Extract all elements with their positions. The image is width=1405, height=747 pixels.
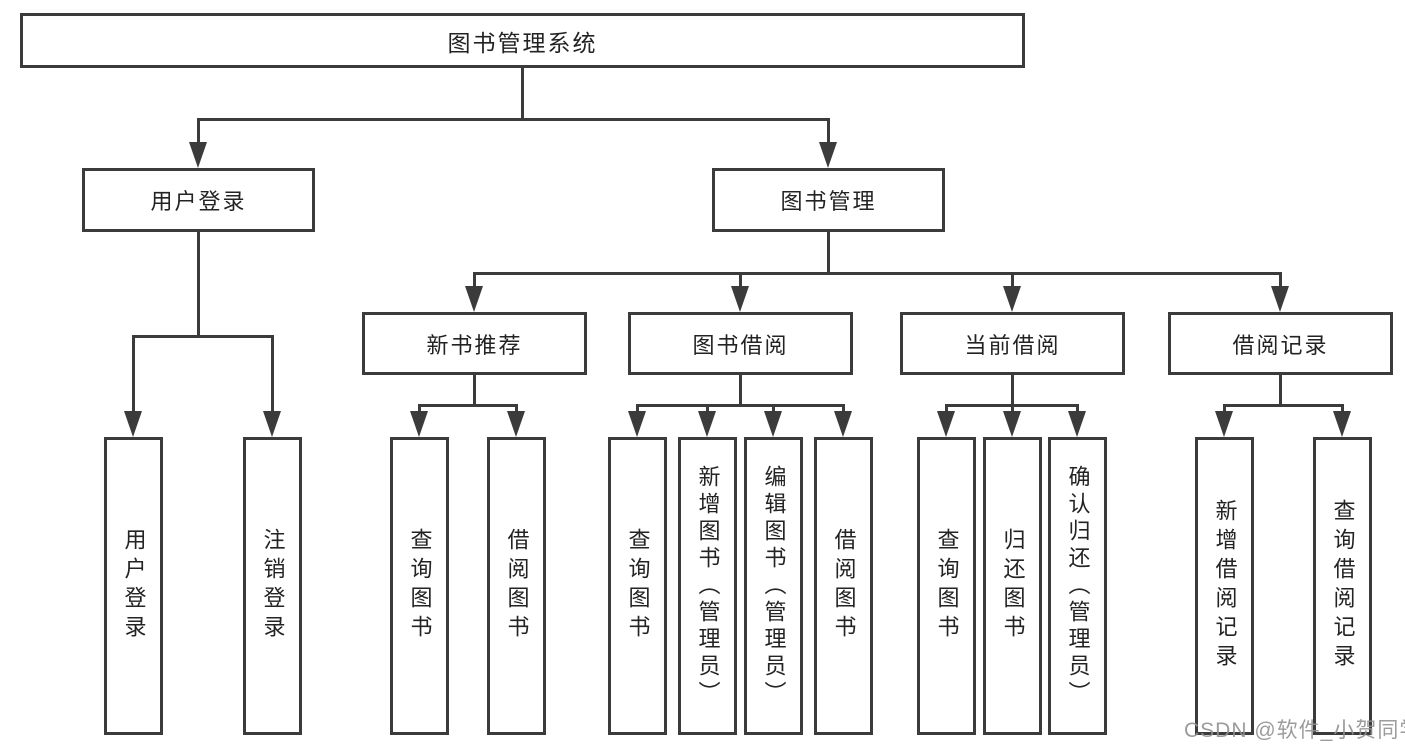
- leaf-return-book: 归还图书: [983, 437, 1042, 735]
- node-new-book-recommend: 新书推荐: [362, 312, 587, 375]
- leaf-add-book-admin-label: 新增图书（管理员）: [695, 464, 721, 708]
- arrow-down-icon: [1333, 411, 1351, 437]
- connector-vline: [772, 404, 775, 413]
- root-node: 图书管理系统: [20, 13, 1025, 68]
- connector-hline: [197, 118, 830, 121]
- arrow-down-icon: [628, 411, 646, 437]
- connector-vline: [1011, 272, 1014, 288]
- leaf-user-login: 用户登录: [104, 437, 163, 735]
- connector-vline: [1011, 375, 1014, 404]
- arrow-down-icon: [410, 411, 428, 437]
- connector-vline: [706, 404, 709, 413]
- arrow-down-icon: [124, 411, 142, 437]
- node-user-login-label: 用户登录: [150, 189, 247, 214]
- arrow-down-icon: [731, 286, 749, 312]
- node-new-book-recommend-label: 新书推荐: [426, 332, 523, 358]
- connector-vline: [842, 404, 845, 413]
- node-borrow-records-label: 借阅记录: [1232, 332, 1329, 358]
- connector-vline: [521, 68, 524, 118]
- connector-vline: [945, 404, 948, 413]
- connector-vline: [473, 375, 476, 404]
- node-book-borrow: 图书借阅: [628, 312, 853, 375]
- leaf-query-books-borrow-label: 查询图书: [625, 528, 651, 644]
- connector-vline: [827, 232, 830, 272]
- connector-vline: [418, 404, 421, 413]
- leaf-edit-book-admin: 编辑图书（管理员）: [744, 437, 803, 735]
- leaf-query-books-borrow: 查询图书: [608, 437, 667, 735]
- watermark: CSDN @软件_小贺同学: [1184, 719, 1405, 742]
- connector-vline: [1279, 375, 1282, 404]
- connector-vline: [739, 272, 742, 288]
- leaf-query-borrow-record: 查询借阅记录: [1313, 437, 1372, 735]
- connector-vline: [197, 232, 200, 335]
- leaf-add-borrow-record-label: 新增借阅记录: [1212, 499, 1238, 673]
- arrow-down-icon: [1003, 286, 1021, 312]
- connector-vline: [636, 404, 639, 413]
- connector-vline: [739, 375, 742, 404]
- leaf-borrow-books: 借阅图书: [814, 437, 873, 735]
- leaf-borrow-books-recommend: 借阅图书: [487, 437, 546, 735]
- connector-hline: [636, 404, 845, 407]
- connector-vline: [1011, 404, 1014, 413]
- leaf-query-books-current: 查询图书: [917, 437, 976, 735]
- arrow-down-icon: [465, 286, 483, 312]
- node-book-management: 图书管理: [712, 168, 945, 232]
- connector-vline: [197, 118, 200, 144]
- connector-hline: [473, 272, 1282, 275]
- leaf-query-books-recommend-label: 查询图书: [407, 528, 433, 644]
- node-current-borrow: 当前借阅: [900, 312, 1125, 375]
- leaf-edit-book-admin-label: 编辑图书（管理员）: [761, 464, 787, 708]
- node-book-borrow-label: 图书借阅: [692, 332, 789, 358]
- arrow-down-icon: [189, 142, 207, 168]
- leaf-query-books-current-label: 查询图书: [934, 528, 960, 644]
- connector-vline: [1341, 404, 1344, 413]
- connector-vline: [1223, 404, 1226, 413]
- arrow-down-icon: [1003, 411, 1021, 437]
- node-book-management-label: 图书管理: [780, 189, 877, 214]
- leaf-query-books-recommend: 查询图书: [390, 437, 449, 735]
- connector-vline: [271, 335, 274, 411]
- arrow-down-icon: [698, 411, 716, 437]
- leaf-logout: 注销登录: [243, 437, 302, 735]
- arrow-down-icon: [937, 411, 955, 437]
- connector-vline: [1076, 404, 1079, 413]
- node-current-borrow-label: 当前借阅: [964, 332, 1061, 358]
- leaf-query-borrow-record-label: 查询借阅记录: [1330, 499, 1356, 673]
- leaf-user-login-label: 用户登录: [121, 528, 147, 644]
- node-borrow-records: 借阅记录: [1168, 312, 1393, 375]
- leaf-confirm-return-admin: 确认归还（管理员）: [1048, 437, 1107, 735]
- arrow-down-icon: [263, 411, 281, 437]
- arrow-down-icon: [1215, 411, 1233, 437]
- leaf-add-book-admin: 新增图书（管理员）: [678, 437, 737, 735]
- leaf-add-borrow-record: 新增借阅记录: [1195, 437, 1254, 735]
- connector-hline: [418, 404, 518, 407]
- leaf-return-book-label: 归还图书: [1000, 528, 1026, 644]
- arrow-down-icon: [764, 411, 782, 437]
- leaf-confirm-return-admin-label: 确认归还（管理员）: [1065, 464, 1091, 708]
- root-node-label: 图书管理系统: [447, 29, 598, 56]
- arrow-down-icon: [819, 142, 837, 168]
- connector-vline: [515, 404, 518, 413]
- arrow-down-icon: [834, 411, 852, 437]
- arrow-down-icon: [507, 411, 525, 437]
- node-user-login: 用户登录: [82, 168, 315, 232]
- arrow-down-icon: [1068, 411, 1086, 437]
- connector-vline: [473, 272, 476, 288]
- leaf-logout-label: 注销登录: [260, 528, 286, 644]
- connector-hline: [132, 335, 274, 338]
- leaf-borrow-books-label: 借阅图书: [831, 528, 857, 644]
- connector-vline: [1279, 272, 1282, 288]
- leaf-borrow-books-recommend-label: 借阅图书: [504, 528, 530, 644]
- connector-vline: [827, 118, 830, 144]
- connector-vline: [132, 335, 135, 411]
- connector-hline: [1223, 404, 1344, 407]
- arrow-down-icon: [1271, 286, 1289, 312]
